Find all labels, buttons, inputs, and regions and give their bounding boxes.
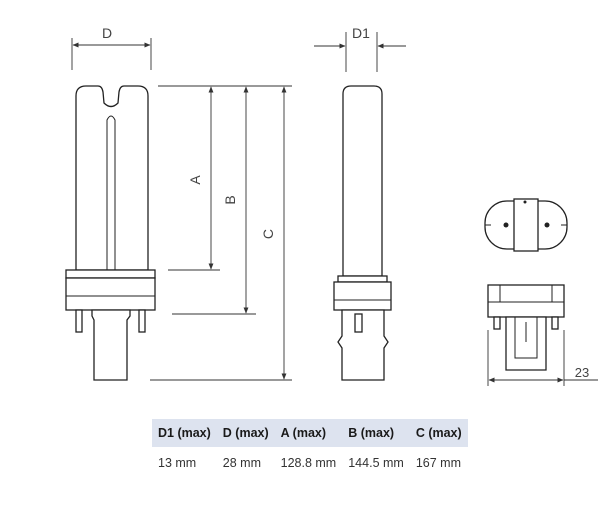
- header-d1-max: D1 (max): [152, 419, 217, 447]
- value-c-max: 167 mm: [415, 456, 461, 470]
- dimension-pin-gap: 23: [487, 330, 598, 386]
- dimension-label-a: A: [187, 175, 203, 185]
- dimension-a: A: [187, 86, 214, 270]
- dimension-c: C: [260, 86, 287, 380]
- specification-table: D1 (max) D (max) A (max) B (max) C (max)…: [152, 419, 468, 470]
- dimension-label-d1: D1: [352, 25, 370, 41]
- dimension-label-c: C: [260, 229, 276, 239]
- base-top-view: [484, 198, 568, 252]
- dimension-b: B: [222, 86, 249, 314]
- base-small-front-view: [487, 284, 565, 371]
- lamp-dimension-drawing: D D1 A B C 23: [65, 25, 598, 386]
- header-b-max: B (max): [342, 419, 410, 447]
- value-d1-max: 13 mm: [158, 456, 197, 470]
- table-row: 13 mm 28 mm 128.8 mm 144.5 mm 167 mm: [152, 447, 468, 470]
- dimension-d: D: [71, 25, 152, 70]
- lamp-side-view: [333, 85, 392, 381]
- header-a-max: A (max): [274, 419, 343, 447]
- lamp-front-view: [65, 85, 156, 381]
- value-b-max: 144.5 mm: [348, 456, 404, 470]
- dimension-label-b: B: [222, 195, 238, 204]
- value-a-max: 128.8 mm: [280, 456, 337, 470]
- dimension-label-pin-gap: 23: [575, 365, 589, 380]
- table-header-row: D1 (max) D (max) A (max) B (max) C (max): [152, 419, 468, 447]
- extension-lines: [150, 85, 292, 381]
- header-c-max: C (max): [409, 419, 468, 447]
- dimension-label-d: D: [102, 25, 112, 41]
- header-d-max: D (max): [216, 419, 275, 447]
- dimension-d1: D1: [314, 25, 406, 72]
- value-d-max: 28 mm: [222, 456, 261, 470]
